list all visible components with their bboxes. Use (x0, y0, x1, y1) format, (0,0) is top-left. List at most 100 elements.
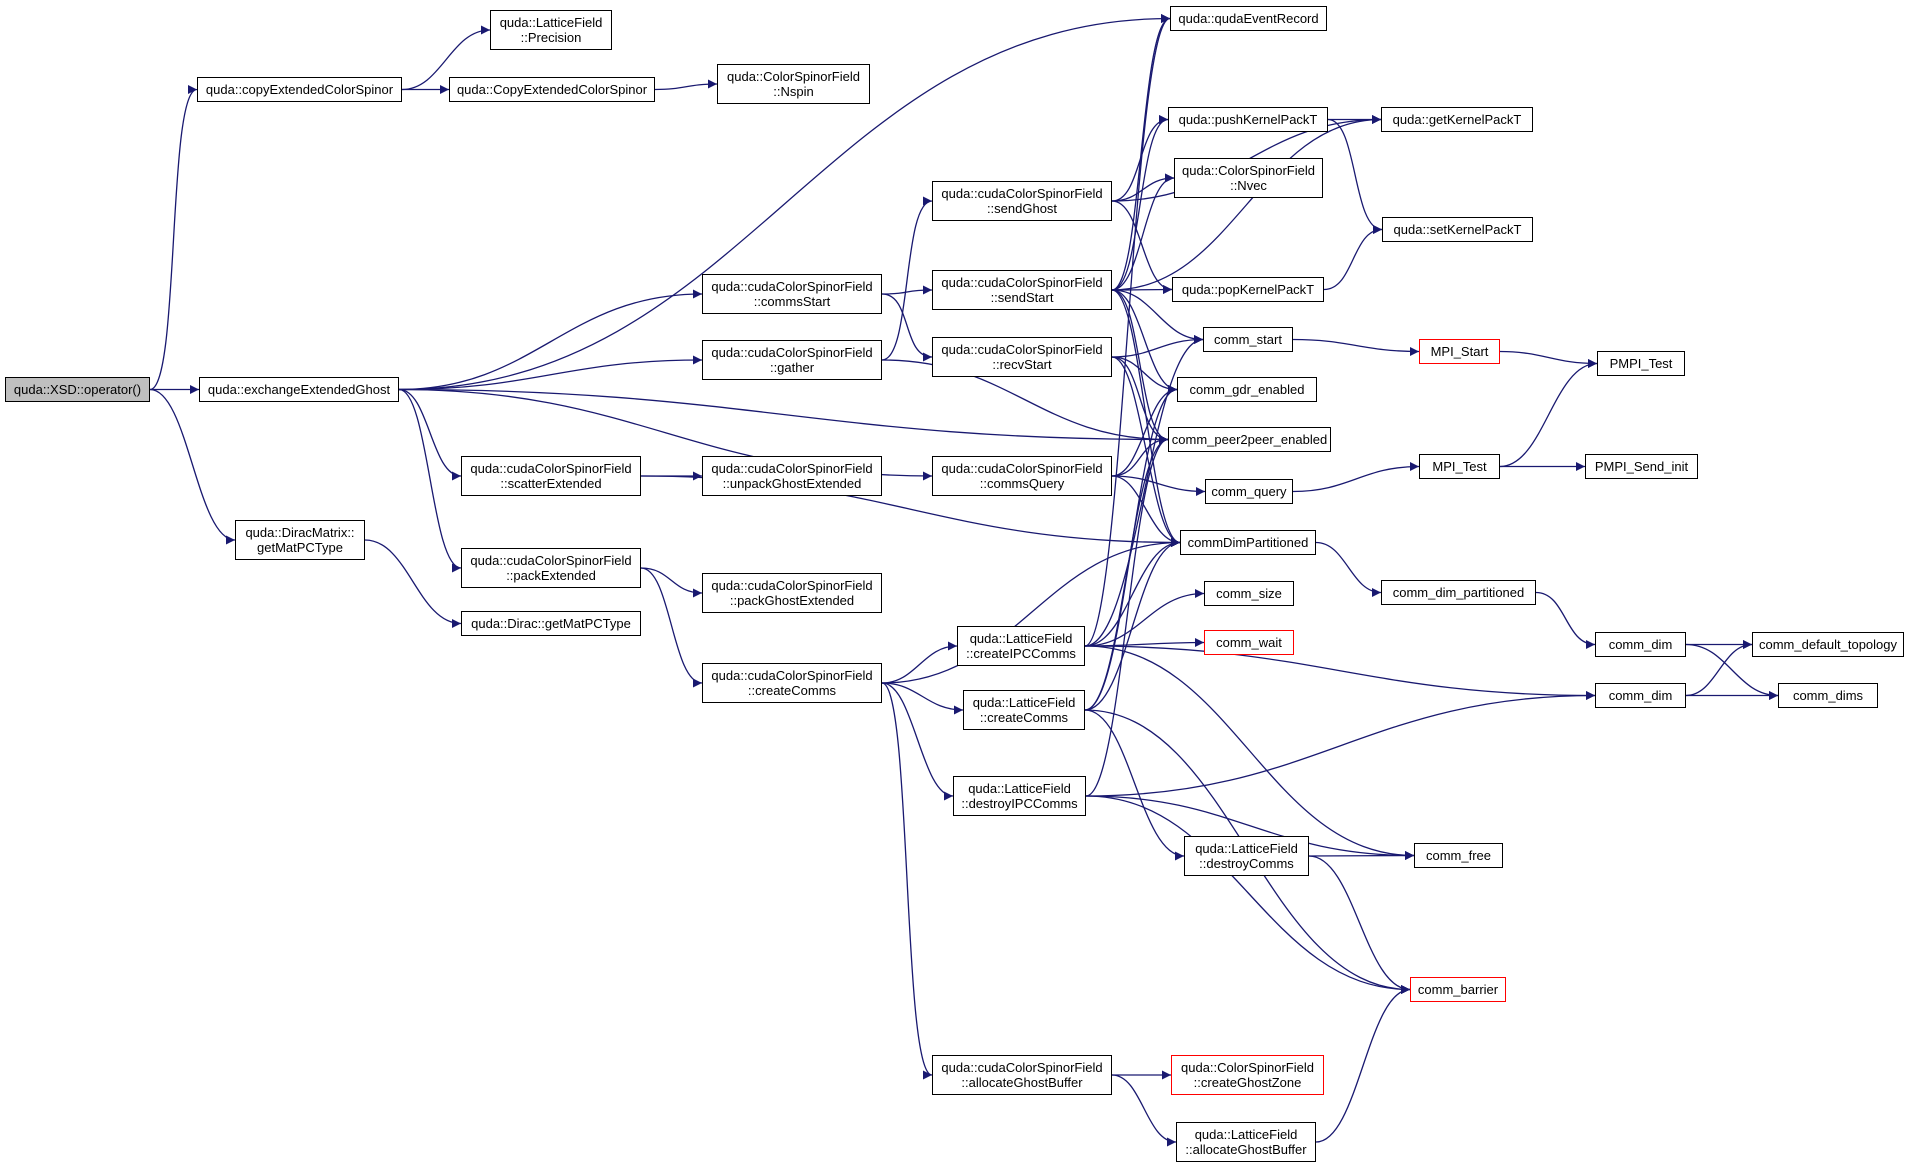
node-label: quda::cudaColorSpinorField (711, 668, 873, 683)
node-createIPC[interactable]: quda::LatticeField::createIPCComms (957, 626, 1085, 666)
node-commDims[interactable]: comm_dims (1778, 683, 1878, 708)
node-destroyCommsLf[interactable]: quda::LatticeField::destroyComms (1184, 836, 1309, 876)
node-commDimPartLower[interactable]: comm_dim_partitioned (1381, 580, 1536, 605)
node-label: commDimPartitioned (1187, 535, 1309, 550)
node-commQuery[interactable]: comm_query (1205, 479, 1293, 504)
node-createGhostZone[interactable]: quda::ColorSpinorField::createGhostZone (1171, 1055, 1324, 1095)
edge-packExt-to-createCommsCsf (640, 567, 703, 688)
node-packExt[interactable]: quda::cudaColorSpinorField::packExtended (461, 548, 641, 588)
edge-commStart-to-mpiStart (1292, 338, 1420, 356)
node-exchExt[interactable]: quda::exchangeExtendedGhost (199, 377, 399, 402)
node-label: ::createComms (747, 683, 837, 698)
node-unpackGhostExt[interactable]: quda::cudaColorSpinorField::unpackGhostE… (702, 456, 882, 496)
node-mpiStart[interactable]: MPI_Start (1419, 339, 1500, 364)
node-label: quda::LatticeField (1195, 841, 1298, 856)
node-commDimPart[interactable]: commDimPartitioned (1180, 530, 1316, 555)
node-label: PMPI_Send_init (1594, 459, 1689, 474)
edge-pushKernel-to-setKernelPackT (1327, 118, 1383, 234)
node-csfNspin[interactable]: quda::ColorSpinorField::Nspin (717, 64, 870, 104)
node-label: comm_free (1425, 848, 1492, 863)
node-commFree[interactable]: comm_free (1414, 843, 1503, 868)
node-label: quda::cudaColorSpinorField (941, 461, 1103, 476)
edge-recvStart-to-commGdr (1111, 356, 1178, 394)
node-getMatPC1[interactable]: quda::DiracMatrix::getMatPCType (235, 520, 365, 560)
node-sendGhost[interactable]: quda::cudaColorSpinorField::sendGhost (932, 181, 1112, 221)
edge-createIPC-to-commFree (1084, 645, 1415, 860)
node-allocGhostCsf[interactable]: quda::cudaColorSpinorField::allocateGhos… (932, 1055, 1112, 1095)
node-commDim2[interactable]: comm_dim (1595, 683, 1686, 708)
node-label: comm_dim (1608, 688, 1673, 703)
node-commDefaultTopo[interactable]: comm_default_topology (1752, 632, 1904, 657)
node-recvStart[interactable]: quda::cudaColorSpinorField::recvStart (932, 337, 1112, 377)
edge-commsQuery-to-commDimPart (1111, 475, 1181, 547)
node-pushKernel[interactable]: quda::pushKernelPackT (1168, 107, 1328, 132)
node-commSize[interactable]: comm_size (1204, 581, 1294, 606)
node-CopyExt2[interactable]: quda::CopyExtendedColorSpinor (449, 77, 655, 102)
node-label: ::destroyComms (1199, 856, 1294, 871)
node-csfNvec[interactable]: quda::ColorSpinorField::Nvec (1174, 158, 1323, 198)
edge-commDimPart-to-commDimPartLower (1315, 541, 1382, 597)
node-label: ::packExtended (506, 568, 596, 583)
node-lfPrec[interactable]: quda::LatticeField::Precision (490, 10, 612, 50)
node-commStart[interactable]: comm_start (1203, 327, 1293, 352)
node-label: comm_start (1214, 332, 1282, 347)
edge-exchExt-to-commsStart (398, 289, 703, 391)
node-label: PMPI_Test (1609, 356, 1673, 371)
node-commDim1[interactable]: comm_dim (1595, 632, 1686, 657)
node-pmpiTest[interactable]: PMPI_Test (1597, 351, 1685, 376)
node-createCommsLf[interactable]: quda::LatticeField::createComms (963, 690, 1085, 730)
edge-createIPC-to-qudaEventRecord (1084, 14, 1171, 647)
node-label: quda::cudaColorSpinorField (470, 461, 632, 476)
edge-createIPC-to-commStart (1084, 335, 1204, 647)
node-label: ::destroyIPCComms (961, 796, 1078, 811)
node-label: ::allocateGhostBuffer (1185, 1142, 1307, 1157)
node-label: quda::ColorSpinorField (727, 69, 860, 84)
node-label: comm_default_topology (1758, 637, 1898, 652)
node-label: getMatPCType (257, 540, 343, 555)
node-popKernel[interactable]: quda::popKernelPackT (1172, 277, 1324, 302)
node-packGhostExt[interactable]: quda::cudaColorSpinorField::packGhostExt… (702, 573, 882, 613)
node-commP2P[interactable]: comm_peer2peer_enabled (1168, 427, 1331, 452)
node-diracGetMatPC[interactable]: quda::Dirac::getMatPCType (461, 611, 641, 636)
node-scatterExt[interactable]: quda::cudaColorSpinorField::scatterExten… (461, 456, 641, 496)
node-destroyIPC[interactable]: quda::LatticeField::destroyIPCComms (953, 776, 1086, 816)
node-pmpiSendInit[interactable]: PMPI_Send_init (1585, 454, 1698, 479)
node-label: ::recvStart (992, 357, 1052, 372)
edge-createCommsCsf-to-createCommsLf (881, 682, 964, 715)
node-setKernelPackT[interactable]: quda::setKernelPackT (1382, 217, 1533, 242)
edge-allocGhostCsf-to-allocGhostLf (1111, 1074, 1177, 1147)
node-mpiTest[interactable]: MPI_Test (1419, 454, 1500, 479)
node-commsStart[interactable]: quda::cudaColorSpinorField::commsStart (702, 274, 882, 314)
edge-commDimPartLower-to-commDim1 (1535, 591, 1596, 649)
node-qudaEventRecord[interactable]: quda::qudaEventRecord (1170, 6, 1327, 31)
node-label: comm_peer2peer_enabled (1171, 432, 1328, 447)
edge-sendStart-to-qudaEventRecord (1111, 14, 1171, 291)
edge-mpiStart-to-pmpiTest (1499, 350, 1598, 368)
edge-sendStart-to-commGdr (1111, 289, 1178, 394)
node-label: ::createComms (979, 710, 1069, 725)
node-label: MPI_Test (1432, 459, 1487, 474)
node-label: ::createIPCComms (966, 646, 1076, 661)
node-label: comm_size (1216, 586, 1282, 601)
node-copyExt[interactable]: quda::copyExtendedColorSpinor (197, 77, 402, 102)
node-label: quda::cudaColorSpinorField (941, 342, 1103, 357)
node-commGdr[interactable]: comm_gdr_enabled (1177, 377, 1317, 402)
node-label: ::sendStart (990, 290, 1054, 305)
node-xsd_op[interactable]: quda::XSD::operator() (5, 377, 150, 402)
node-commBarrier[interactable]: comm_barrier (1410, 977, 1506, 1002)
edge-xsd_op-to-copyExt (149, 85, 198, 391)
node-commWait[interactable]: comm_wait (1204, 630, 1294, 655)
edge-sendStart-to-pushKernel (1111, 115, 1169, 291)
node-createCommsCsf[interactable]: quda::cudaColorSpinorField::createComms (702, 663, 882, 703)
node-sendStart[interactable]: quda::cudaColorSpinorField::sendStart (932, 270, 1112, 310)
edge-exchExt-to-commP2P (398, 388, 1169, 444)
node-gather[interactable]: quda::cudaColorSpinorField::gather (702, 340, 882, 380)
edge-destroyCommsLf-to-commBarrier (1308, 855, 1411, 994)
node-getKernelPackT[interactable]: quda::getKernelPackT (1381, 107, 1533, 132)
edge-copyExt-to-lfPrec (401, 25, 491, 91)
node-commsQuery[interactable]: quda::cudaColorSpinorField::commsQuery (932, 456, 1112, 496)
node-allocGhostLf[interactable]: quda::LatticeField::allocateGhostBuffer (1176, 1122, 1316, 1162)
edge-gather-to-commP2P (881, 359, 1169, 444)
